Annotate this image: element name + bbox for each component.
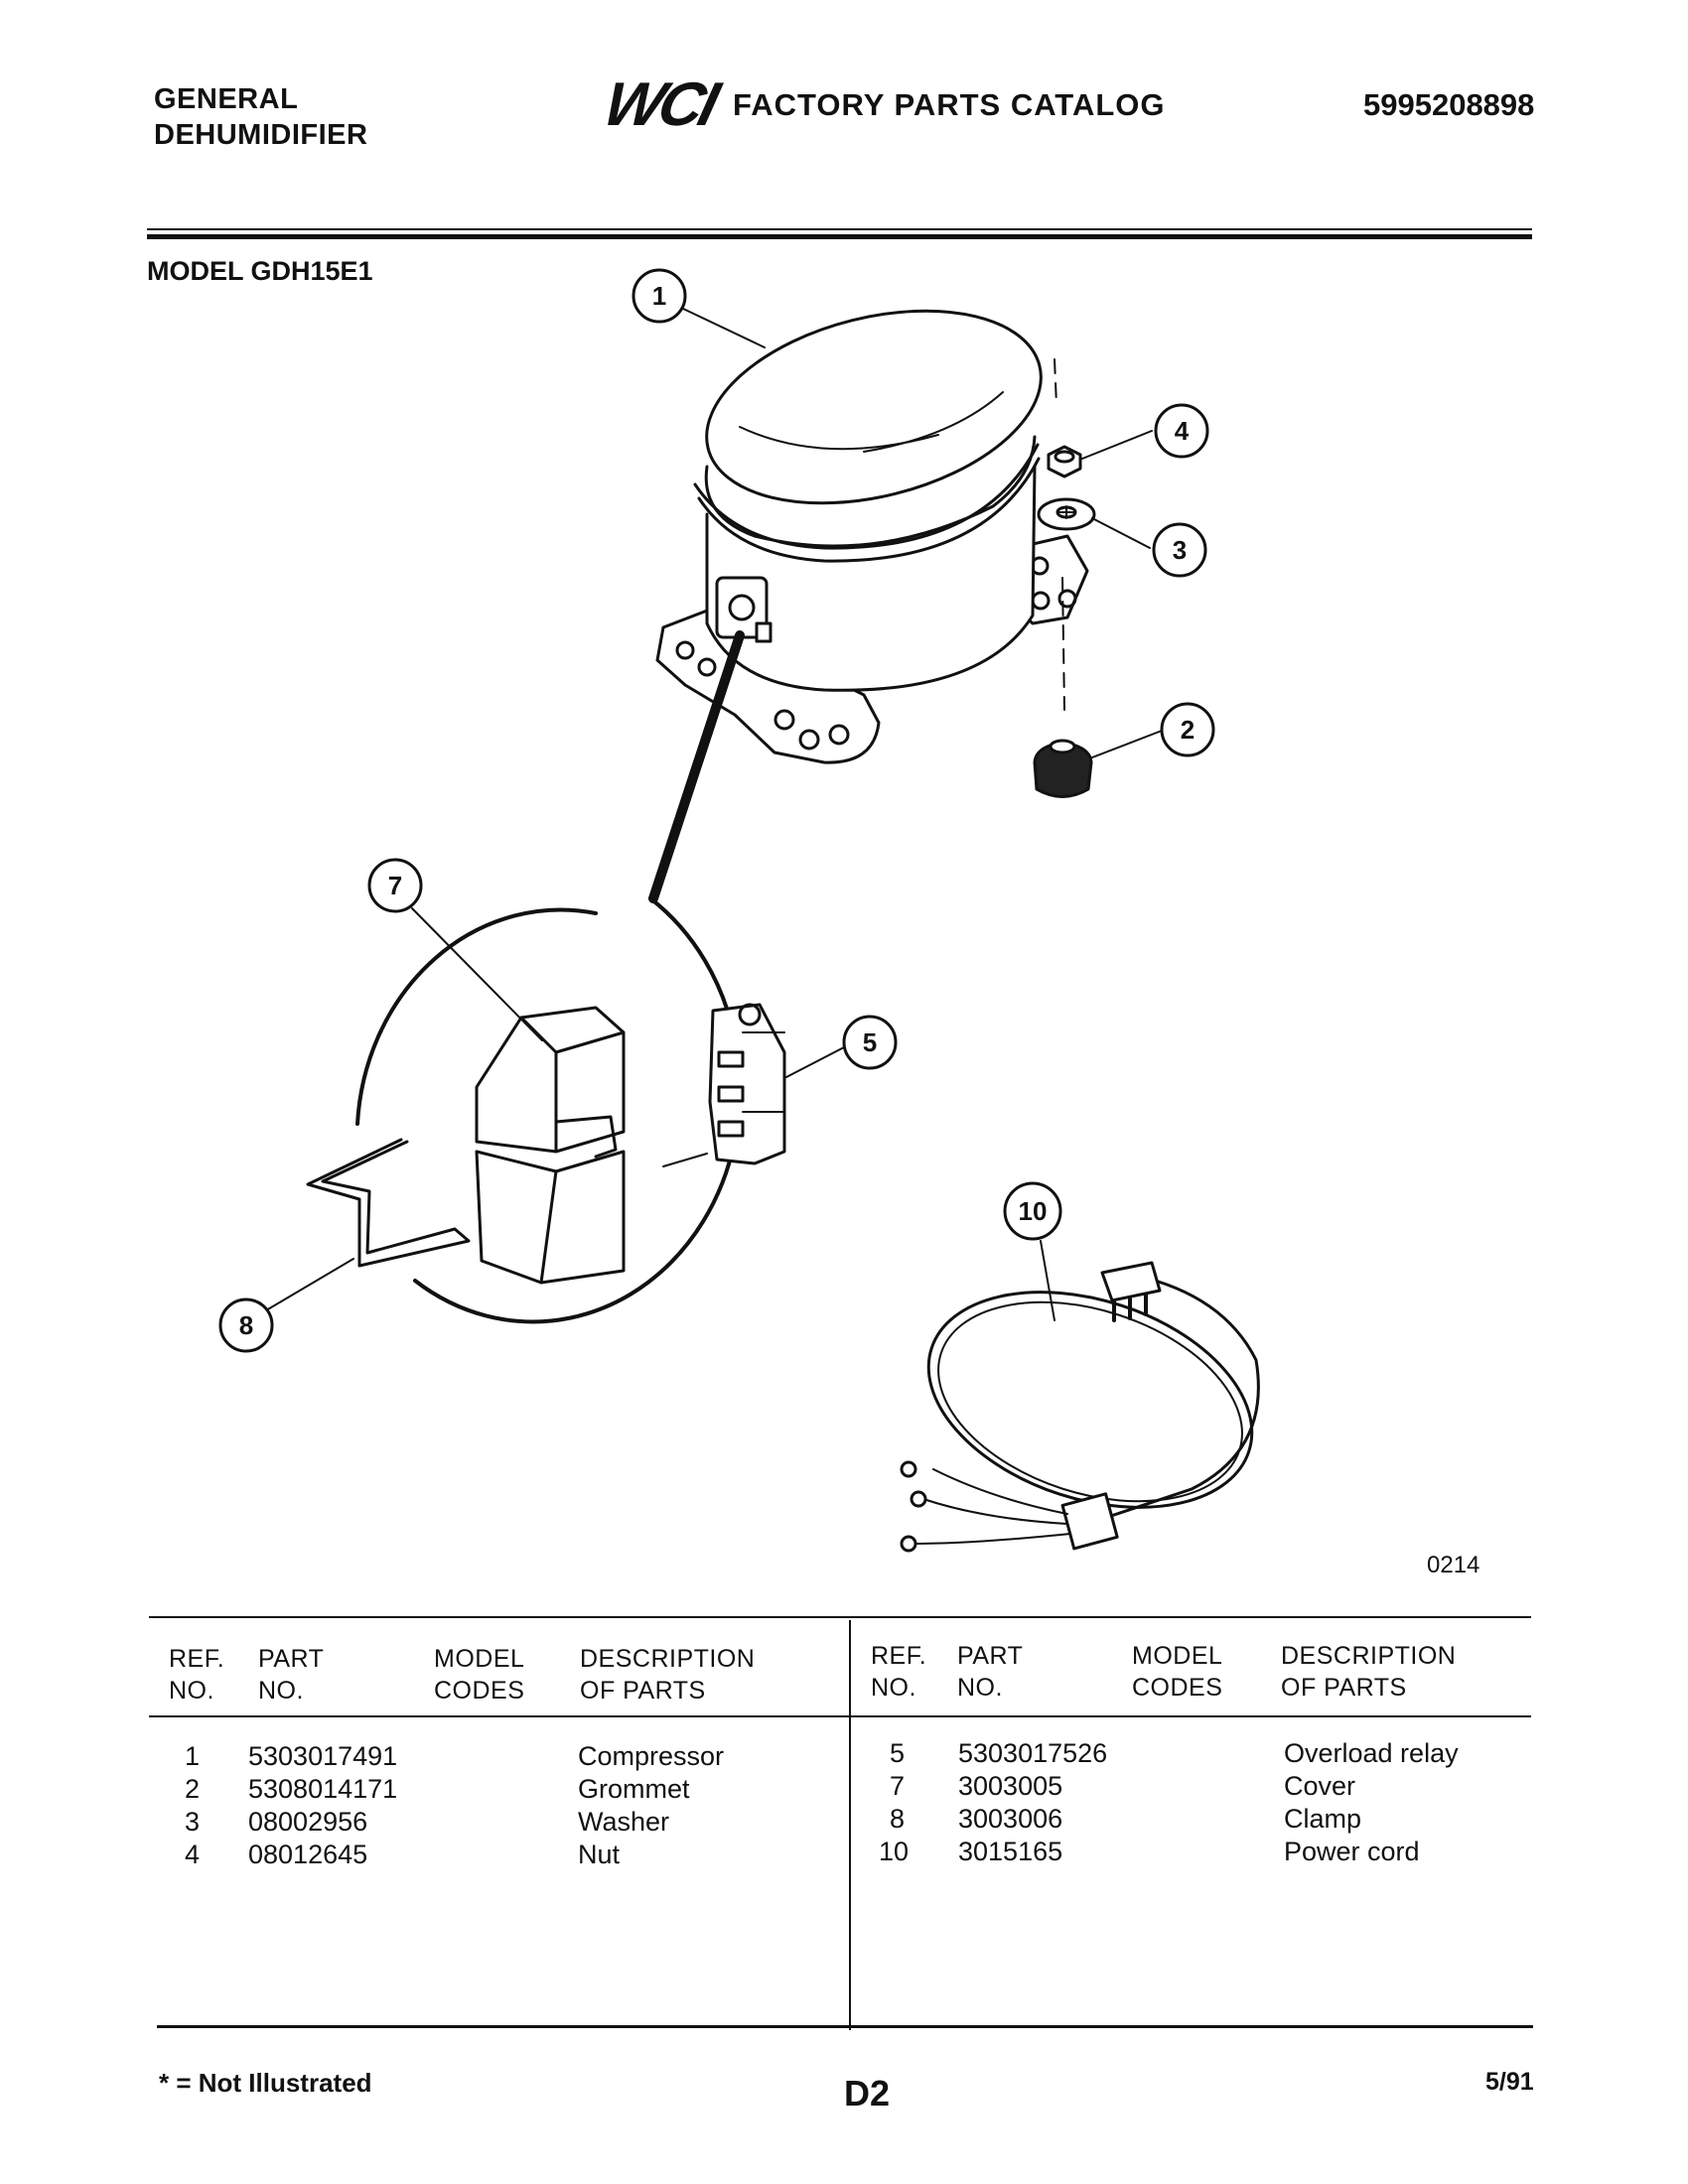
page-code: D2	[844, 2073, 891, 2114]
callout-label: 8	[239, 1310, 253, 1340]
model-label: MODEL GDH15E1	[147, 256, 373, 286]
cover-drawing	[475, 1006, 626, 1285]
callout-label: 5	[863, 1027, 877, 1057]
ref-no-cell: 1	[185, 1741, 201, 1771]
part-no-cell: 5303017526	[958, 1738, 1108, 1768]
callout-3: 3	[1152, 522, 1207, 578]
callout-label: 1	[652, 281, 666, 311]
table-top-rule	[149, 1616, 1531, 1618]
brand-name: GENERAL DEHUMIDIFIER	[154, 81, 367, 153]
callout-label: 4	[1175, 416, 1190, 446]
part-no-cell: 08012645	[248, 1840, 368, 1869]
description-cell: Power cord	[1284, 1837, 1420, 1866]
part-no-cell: 3003005	[958, 1771, 1063, 1801]
ref-no-cell: 7	[889, 1771, 905, 1801]
header-rule-thick	[147, 234, 1532, 239]
nut-drawing	[1047, 445, 1082, 478]
description-cell: Cover	[1284, 1771, 1356, 1801]
ref-no-cell: 10	[879, 1837, 910, 1866]
header-ref-no: REF.NO.	[169, 1645, 225, 1705]
exploded-parts-diagram: 1 4 3 2 7 5 8 10	[218, 268, 1260, 1553]
callout-10: 10	[1003, 1181, 1062, 1241]
callout-8: 8	[218, 1297, 274, 1353]
washer-drawing	[1037, 497, 1096, 531]
part-no-cell: 3015165	[958, 1837, 1063, 1866]
callout-2: 2	[1160, 702, 1215, 757]
ref-no-cell: 5	[889, 1738, 905, 1768]
power-cord-drawing	[900, 1261, 1260, 1553]
description-cell: Overload relay	[1284, 1738, 1459, 1768]
grommet-drawing	[1033, 739, 1093, 798]
description-cell: Nut	[578, 1840, 621, 1869]
compressor-drawing	[655, 309, 1089, 764]
callout-1: 1	[632, 268, 687, 324]
clamp-drawing	[306, 1138, 471, 1268]
catalog-title: FACTORY PARTS CATALOG	[733, 87, 1166, 122]
part-no-cell: 5308014171	[248, 1774, 398, 1804]
callout-label: 10	[1019, 1196, 1048, 1226]
table-header-rule	[149, 1715, 1531, 1717]
brand-line-2: DEHUMIDIFIER	[154, 119, 368, 151]
ref-no-cell: 4	[185, 1840, 201, 1869]
header-ref-no-right: REF.NO.	[871, 1642, 927, 1702]
description-cell: Washer	[578, 1807, 670, 1837]
table-bottom-rule	[157, 2025, 1533, 2028]
header-rule-thin	[147, 228, 1532, 230]
description-cell: Grommet	[578, 1774, 690, 1804]
callout-label: 7	[388, 871, 402, 900]
catalog-date: 5/91	[1485, 2068, 1534, 2096]
callout-4: 4	[1154, 403, 1209, 459]
callout-7: 7	[367, 858, 423, 913]
brand-line-1: GENERAL	[154, 83, 299, 115]
ref-no-cell: 3	[185, 1807, 201, 1837]
ref-no-cell: 8	[889, 1804, 905, 1834]
not-illustrated-note: * = Not Illustrated	[159, 2068, 372, 2098]
callout-label: 3	[1173, 535, 1187, 565]
part-no-cell: 5303017491	[248, 1741, 398, 1771]
callout-5: 5	[842, 1015, 898, 1070]
catalog-number: 5995208898	[1363, 87, 1535, 122]
description-cell: Clamp	[1284, 1804, 1362, 1834]
overload-relay-drawing	[662, 1003, 786, 1167]
part-no-cell: 08002956	[248, 1807, 368, 1837]
part-no-cell: 3003006	[958, 1804, 1063, 1834]
table-center-divider	[849, 1620, 851, 2030]
description-cell: Compressor	[578, 1741, 725, 1771]
ref-no-cell: 2	[185, 1774, 201, 1804]
callout-label: 2	[1181, 715, 1195, 745]
drawing-number: 0214	[1427, 1552, 1480, 1578]
